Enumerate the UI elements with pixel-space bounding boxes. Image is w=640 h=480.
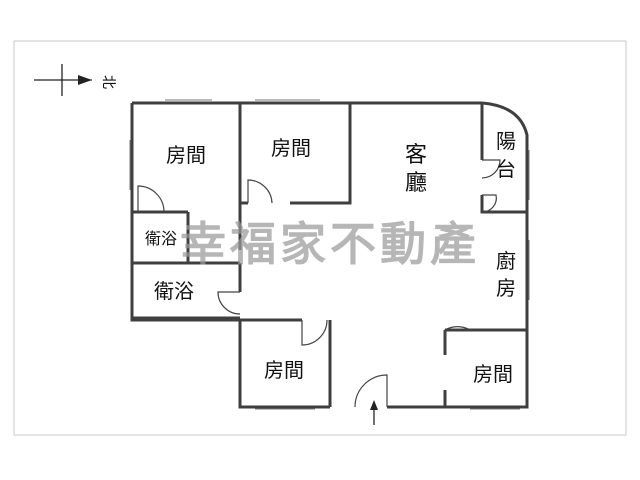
door-bedroom-se-icon bbox=[444, 326, 471, 355]
doors bbox=[137, 159, 501, 408]
room-living-line1: 客 bbox=[405, 143, 427, 168]
room-bedroom-se: 房間 bbox=[473, 362, 513, 386]
door-bath1-icon bbox=[137, 185, 165, 213]
room-bedroom-n: 房間 bbox=[271, 136, 311, 160]
plan-frame bbox=[13, 40, 627, 436]
room-bedroom-sw: 房間 bbox=[264, 358, 304, 382]
windows bbox=[129, 99, 530, 410]
watermark: 幸福家不動產 bbox=[180, 217, 480, 271]
compass-arrowhead-icon bbox=[78, 75, 92, 85]
room-kitchen-line2: 房 bbox=[496, 276, 516, 300]
door-entrance-icon bbox=[354, 374, 388, 408]
room-balcony-line2: 台 bbox=[496, 157, 516, 181]
door-kitchen-icon bbox=[481, 194, 497, 213]
room-kitchen-line1: 廚 bbox=[496, 249, 516, 273]
room-balcony-line1: 陽 bbox=[496, 129, 516, 153]
door-bath2-icon bbox=[217, 291, 241, 315]
compass-label: 北 bbox=[100, 75, 116, 89]
door-balcony-icon bbox=[481, 159, 501, 179]
door-bedroom-n-icon bbox=[247, 179, 273, 204]
room-bath-1: 衛浴 bbox=[145, 229, 177, 248]
door-bedroom-sw-icon bbox=[301, 319, 328, 346]
room-bath-2: 衛浴 bbox=[154, 279, 194, 303]
compass: 北 bbox=[34, 64, 116, 96]
room-living-line2: 廳 bbox=[405, 171, 427, 196]
room-bedroom-nw: 房間 bbox=[166, 143, 206, 167]
entrance-arrow-icon bbox=[370, 400, 378, 425]
